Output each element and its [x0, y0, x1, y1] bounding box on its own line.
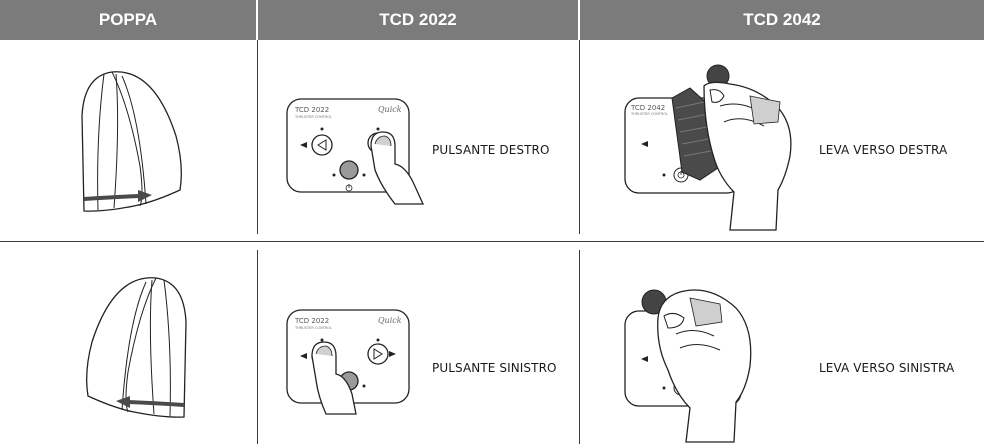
tcd2022-row1-label: PULSANTE DESTRO	[432, 143, 550, 157]
power-icon	[345, 184, 353, 192]
tcd2042-row2-label: LEVA VERSO SINISTRA	[819, 361, 955, 375]
stern-hull-icon	[81, 71, 182, 212]
brand-logo: Quick	[378, 105, 402, 114]
column-divider	[579, 250, 580, 444]
brand-logo: Quick	[378, 316, 402, 325]
header-poppa: POPPA	[0, 0, 256, 40]
pointing-finger-icon	[370, 131, 425, 205]
stern-hull-icon	[86, 277, 187, 418]
svg-text:THRUSTER CONTROL: THRUSTER CONTROL	[294, 326, 332, 330]
column-divider	[257, 40, 258, 234]
hand-icon	[703, 64, 792, 231]
column-divider	[257, 250, 258, 444]
turn-arrow-icon	[116, 396, 185, 408]
svg-text:THRUSTER CONTROL: THRUSTER CONTROL	[630, 112, 668, 116]
panel-subtext: THRUSTER CONTROL	[294, 115, 332, 119]
hand-icon	[657, 289, 752, 443]
panel-model-text: TCD 2042	[630, 104, 665, 112]
header-tcd2022: TCD 2022	[258, 0, 578, 40]
tcd2042-row1-label: LEVA VERSO DESTRA	[819, 143, 948, 157]
panel-model-text: TCD 2022	[294, 106, 329, 114]
tcd2022-row2-label: PULSANTE SINISTRO	[432, 361, 557, 375]
table-header: POPPA TCD 2022 TCD 2042	[0, 0, 984, 40]
pointing-finger-icon	[311, 341, 357, 415]
row-divider	[0, 241, 984, 242]
turn-arrow-icon	[83, 190, 152, 202]
column-divider	[579, 40, 580, 234]
header-tcd2042: TCD 2042	[580, 0, 984, 40]
svg-text:TCD 2022: TCD 2022	[294, 317, 329, 325]
